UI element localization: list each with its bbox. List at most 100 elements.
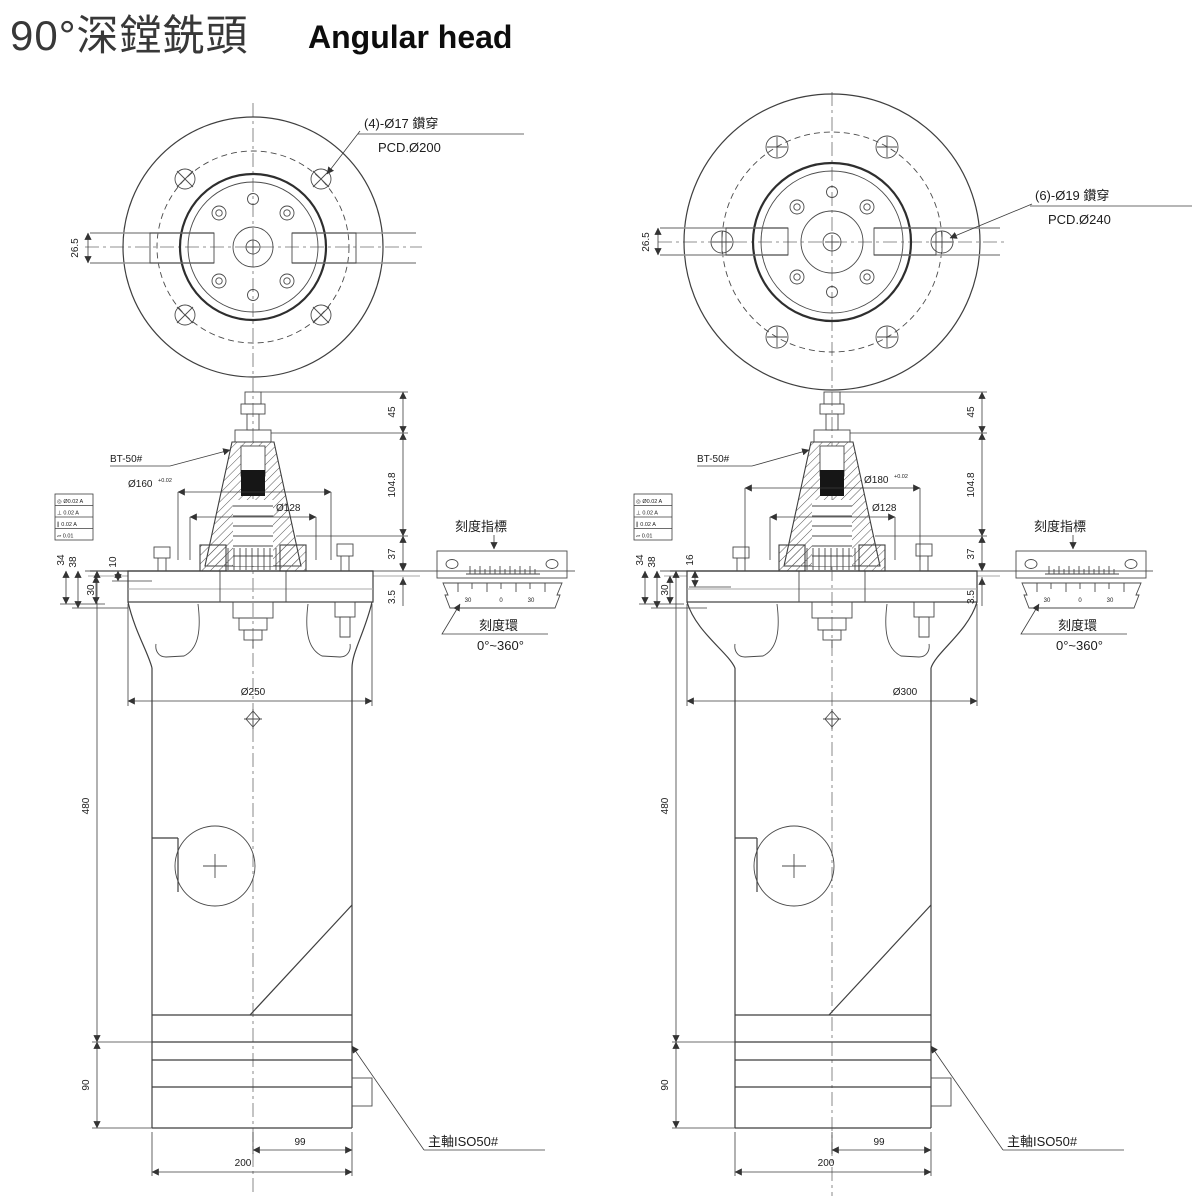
keyway-slots: [90, 232, 416, 264]
title-en: Angular head: [308, 19, 512, 55]
title-block: 90°深鏜銑頭 Angular head: [10, 12, 512, 59]
dim-480: 480: [660, 797, 671, 814]
front-view: [85, 391, 575, 1129]
dimensions: BT-50# Ø180 +0.02 Ø128 ◎ Ø0.02 A ⊥ 0.02 …: [633, 391, 1124, 1176]
bolt-holes-pcd: [710, 135, 954, 349]
ring-label: 刻度環: [479, 618, 518, 633]
flange-plate: [686, 543, 978, 638]
frame-row: ⊥ 0.02 A: [57, 511, 79, 517]
dim-30: 30: [660, 584, 671, 596]
chamfer-line: [249, 904, 353, 1016]
hole-annotation: (6)-Ø19 鑽穿 PCD.Ø240: [949, 188, 1192, 239]
ring-scale: 30: [1044, 598, 1051, 604]
column-body: [151, 668, 373, 1129]
indicator-label: 刻度指標: [455, 519, 507, 534]
dia1-tol: +0.02: [894, 474, 908, 480]
bell-housing: [686, 601, 978, 669]
dim-slot-width: 26.5: [641, 227, 662, 256]
frame-row: ⏥ 0.01: [636, 534, 652, 540]
dim-99: 99: [294, 1137, 306, 1148]
ring-label: 刻度環: [1058, 618, 1097, 633]
datum-symbol: [244, 709, 262, 729]
dim-45: 45: [387, 406, 398, 418]
dim-37: 37: [966, 548, 977, 560]
hole-note: (6)-Ø19 鑽穿: [1035, 188, 1109, 203]
pcd-note: PCD.Ø240: [1048, 212, 1111, 227]
front-view: [660, 391, 1153, 1129]
spindle-leader: 主軸ISO50#: [351, 1045, 545, 1151]
bolt-holes-pcd: [174, 168, 332, 326]
dim-45: 45: [966, 406, 977, 418]
spindle-nose: [232, 601, 274, 648]
flange-plate: [127, 543, 374, 638]
dim-104-8: 104.8: [966, 472, 977, 497]
dim-480: 480: [81, 797, 92, 814]
ring-range: 0°~360°: [1056, 638, 1103, 653]
dimensions: BT-50# Ø160 +0.02 Ø128 ◎ Ø0.02 A ⊥ 0.02 …: [54, 391, 545, 1176]
dim-200: 200: [235, 1158, 252, 1169]
dim-3-5: 3.5: [966, 590, 977, 604]
dim-flange-dia: Ø250: [241, 687, 266, 698]
ring-scale: 0: [499, 598, 503, 604]
dia1-tol: +0.02: [158, 478, 172, 484]
spindle-label: 主軸ISO50#: [428, 1134, 499, 1149]
spindle-leader: 主軸ISO50#: [930, 1045, 1124, 1151]
dim-slot-width: 26.5: [70, 232, 92, 264]
ring-scale: 30: [528, 598, 535, 604]
dim-3-5: 3.5: [387, 590, 398, 604]
dim-90: 90: [660, 1079, 671, 1091]
taper-label: BT-50#: [110, 454, 143, 465]
dia2-label: Ø128: [276, 503, 301, 514]
dim-37: 37: [387, 548, 398, 560]
ring-range: 0°~360°: [477, 638, 524, 653]
frame-row: ∥ 0.02 A: [57, 521, 77, 528]
spindle-label: 主軸ISO50#: [1007, 1134, 1078, 1149]
column-body: [734, 668, 952, 1129]
hub-holes: [789, 186, 875, 298]
hole-annotation: (4)-Ø17 鑽穿 PCD.Ø200: [326, 116, 524, 175]
dim-99: 99: [873, 1137, 885, 1148]
dia1-label: Ø180: [864, 475, 889, 486]
keyway-slots: [660, 227, 1000, 256]
chamfer-line: [828, 904, 932, 1016]
dim-26-5: 26.5: [641, 232, 652, 252]
height-dim-chain: 45 104.8 37 3.5: [261, 391, 408, 606]
base-width-dims: 99 200: [151, 1132, 353, 1176]
hole-note: (4)-Ø17 鑽穿: [364, 116, 438, 131]
flange-top-view: 26.5 (6)-Ø19 鑽穿 PCD.Ø240: [641, 93, 1192, 391]
dim-38: 38: [647, 556, 658, 568]
dim-16: 16: [685, 554, 696, 566]
dim-30: 30: [86, 584, 97, 596]
dim-10: 10: [108, 556, 119, 568]
dim-26-5: 26.5: [70, 238, 81, 258]
base-width-dims: 99 200: [734, 1132, 932, 1176]
height-dim-chain: 45 104.8 37 3.5: [840, 391, 987, 606]
unit-right: 26.5 (6)-Ø19 鑽穿 PCD.Ø240: [633, 92, 1192, 1196]
body-height-dims: 480 90: [660, 570, 735, 1129]
pull-stud: [813, 391, 851, 443]
ring-scale: 0: [1078, 598, 1082, 604]
tolerance-frames: ◎ Ø0.02 A ⊥ 0.02 A ∥ 0.02 A ⏥ 0.01: [54, 493, 94, 541]
frame-row: ◎ Ø0.02 A: [636, 499, 663, 505]
output-spindle-tab: [351, 1077, 373, 1107]
bell-housing: [127, 601, 373, 669]
spindle-nose: [811, 601, 853, 648]
frame-row: ⊥ 0.02 A: [636, 511, 658, 517]
dim-90: 90: [81, 1079, 92, 1091]
output-spindle-tab: [930, 1077, 952, 1107]
body-height-dims: 480 90: [81, 570, 152, 1129]
dim-200: 200: [818, 1158, 835, 1169]
flange-dia-dim: Ø300: [686, 604, 978, 706]
frame-row: ∥ 0.02 A: [636, 521, 656, 528]
flange-dia-dim: Ø250: [127, 604, 373, 706]
flange-offset-dims: 34 38 16 30: [635, 554, 731, 609]
dim-38: 38: [68, 556, 79, 568]
dia1-label: Ø160: [128, 479, 153, 490]
pcd-note: PCD.Ø200: [378, 140, 441, 155]
title-zh: 90°深鏜銑頭: [10, 12, 249, 59]
dia2-label: Ø128: [872, 503, 897, 514]
hub-holes: [211, 193, 295, 301]
dim-flange-dia: Ø300: [893, 687, 918, 698]
